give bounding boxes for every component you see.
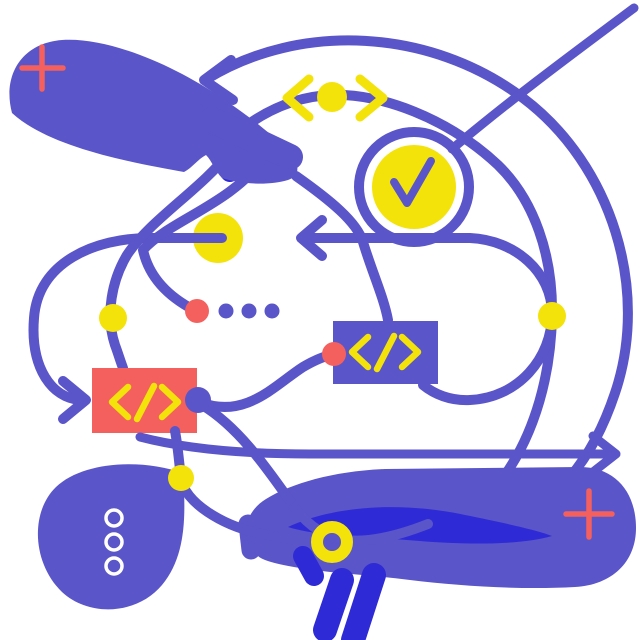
outer-orbit-arc <box>199 35 633 482</box>
bottom-arrow-line <box>135 431 621 477</box>
menu-ring <box>104 508 124 528</box>
hand-to-redbox-line <box>105 147 235 373</box>
ellipsis-dot <box>218 303 234 319</box>
c-arc-to-red-box <box>28 233 227 424</box>
redbox-to-purplebox-line <box>195 350 337 412</box>
plus-icon <box>19 44 66 92</box>
arrowhead-right-icon <box>588 431 621 477</box>
code-chevron-left <box>108 383 132 421</box>
connector-dot-purple <box>185 387 211 413</box>
hand-to-messagebox-line <box>138 153 269 315</box>
yellow-node <box>99 304 127 332</box>
arrowhead-right-icon <box>58 376 91 424</box>
code-slash <box>373 332 398 373</box>
plus-icon <box>563 488 615 540</box>
code-slash <box>133 382 158 423</box>
arrowhead-left-icon <box>296 215 327 261</box>
outer-arc-path <box>202 35 633 482</box>
connector-dot-red <box>322 342 346 366</box>
hand-to-purplebox-line <box>291 171 393 325</box>
loop-to-purple-box-line <box>296 215 557 406</box>
thumb <box>293 546 324 586</box>
message-box <box>196 276 301 342</box>
menu-ring <box>104 532 124 552</box>
index-finger <box>199 107 303 170</box>
redbox-to-ring-line <box>197 400 433 546</box>
loop-line-path <box>298 233 557 406</box>
yellow-node <box>317 82 347 112</box>
menu-ring <box>104 556 124 576</box>
arrowhead-left-icon <box>199 55 238 105</box>
bottom-hand <box>238 467 636 640</box>
c-arc-path <box>28 233 227 405</box>
arm <box>9 39 298 184</box>
ellipsis-dot <box>264 303 280 319</box>
code-icon <box>108 382 182 423</box>
menu-blob-shape <box>37 464 185 610</box>
finger-down <box>313 568 354 640</box>
code-chevron-right <box>398 333 422 371</box>
menu-blob <box>37 464 185 610</box>
code-chevron-left <box>348 333 372 371</box>
ellipsis-dot <box>241 303 257 319</box>
code-block-red <box>92 368 197 433</box>
code-icon <box>348 332 422 373</box>
yellow-node <box>538 302 566 330</box>
chevron-left-icon <box>282 74 314 122</box>
finger-down <box>341 563 386 640</box>
top-hand <box>9 39 303 184</box>
check-badge <box>354 127 474 247</box>
bottom-arrow-path <box>135 432 619 459</box>
connector-dot-red <box>185 299 209 323</box>
chevron-right-icon <box>355 74 388 122</box>
token-ring-icon <box>311 521 353 563</box>
check-icon <box>390 157 435 207</box>
code-chevron-right <box>158 383 182 421</box>
redbox-to-blobnode-line <box>170 426 327 546</box>
yellow-node <box>168 465 194 491</box>
diagonal-line <box>447 3 639 154</box>
code-block-purple <box>333 321 438 384</box>
